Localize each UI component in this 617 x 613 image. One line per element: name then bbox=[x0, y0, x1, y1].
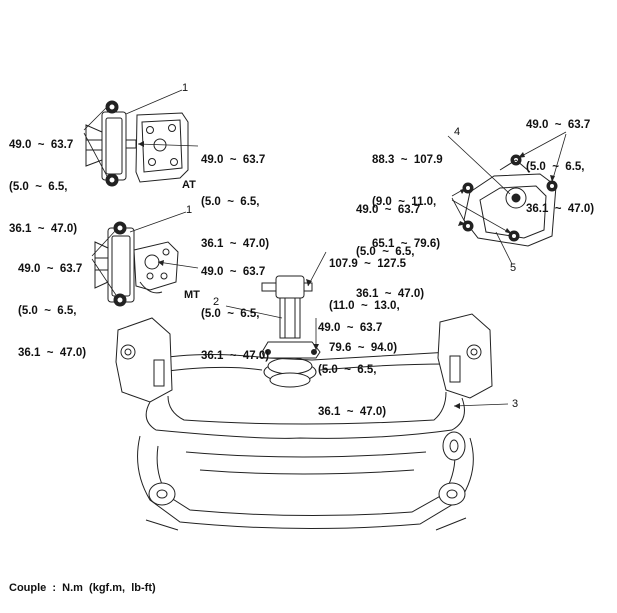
torque-label-roll-top: 107.9 ~ 127.5 (11.0 ~ 13.0, 79.6 ~ 94.0) bbox=[329, 229, 406, 369]
torque-label-at-left: 49.0 ~ 63.7 (5.0 ~ 6.5, 36.1 ~ 47.0) bbox=[9, 110, 77, 250]
torque-at-right-line3: 36.1 ~ 47.0) bbox=[201, 238, 270, 250]
torque-tm-right-line2: (5.0 ~ 6.5, bbox=[526, 161, 585, 173]
torque-mt-left-line2: (5.0 ~ 6.5, bbox=[18, 305, 77, 317]
torque-at-right-line2: (5.0 ~ 6.5, bbox=[201, 196, 260, 208]
torque-label-tm-center: 88.3 ~ 107.9 (9.0 ~ 11.0, 65.1 ~ 79.6) bbox=[372, 125, 443, 265]
torque-mt-left-line1: 49.0 ~ 63.7 bbox=[18, 263, 83, 275]
subframe-drawing bbox=[115, 313, 493, 531]
torque-mt-right-line2: (5.0 ~ 6.5, bbox=[201, 308, 260, 320]
torque-at-left-line3: 36.1 ~ 47.0) bbox=[9, 223, 78, 235]
torque-label-tm-left: 49.0 ~ 63.7 (5.0 ~ 6.5, 36.1 ~ 47.0) bbox=[356, 175, 424, 315]
torque-roll-top-line2: (11.0 ~ 13.0, bbox=[329, 300, 400, 312]
torque-units-note: Couple : N.m (kgf.m, lb-ft) bbox=[9, 582, 156, 594]
roll-rod-drawing bbox=[261, 275, 321, 388]
torque-tm-center-line2: (9.0 ~ 11.0, bbox=[372, 196, 437, 208]
caption-at: AT bbox=[182, 179, 196, 191]
torque-at-left-line1: 49.0 ~ 63.7 bbox=[9, 139, 74, 151]
torque-roll-top-line3: 79.6 ~ 94.0) bbox=[329, 342, 398, 354]
torque-label-at-right: 49.0 ~ 63.7 (5.0 ~ 6.5, 36.1 ~ 47.0) bbox=[201, 125, 269, 265]
torque-tm-left-line1: 49.0 ~ 63.7 bbox=[356, 204, 421, 216]
torque-label-tm-right: 49.0 ~ 63.7 (5.0 ~ 6.5, 36.1 ~ 47.0) bbox=[526, 90, 594, 230]
torque-mt-left-line3: 36.1 ~ 47.0) bbox=[18, 347, 87, 359]
callout-1-mt: 1 bbox=[186, 204, 193, 216]
callout-3: 3 bbox=[512, 398, 519, 410]
torque-tm-left-line3: 36.1 ~ 47.0) bbox=[356, 288, 425, 300]
caption-mt: MT bbox=[184, 289, 200, 301]
torque-mt-right-line3: 36.1 ~ 47.0) bbox=[201, 350, 270, 362]
torque-at-right-line1: 49.0 ~ 63.7 bbox=[201, 154, 266, 166]
mt-mount-drawing bbox=[94, 221, 179, 307]
callout-5: 5 bbox=[510, 262, 517, 274]
leader-arrowheads bbox=[138, 141, 555, 409]
torque-tm-center-line1: 88.3 ~ 107.9 bbox=[372, 154, 443, 166]
callout-2: 2 bbox=[213, 296, 220, 308]
leader-lines bbox=[83, 89, 567, 407]
at-mount-drawing bbox=[85, 100, 189, 187]
torque-roll-bottom-line1: 49.0 ~ 63.7 bbox=[318, 322, 383, 334]
callout-1-at: 1 bbox=[182, 82, 189, 94]
torque-at-left-line2: (5.0 ~ 6.5, bbox=[9, 181, 68, 193]
torque-mt-right-line1: 49.0 ~ 63.7 bbox=[201, 266, 266, 278]
torque-tm-left-line2: (5.0 ~ 6.5, bbox=[356, 246, 415, 258]
torque-label-mt-left: 49.0 ~ 63.7 (5.0 ~ 6.5, 36.1 ~ 47.0) bbox=[18, 234, 86, 374]
torque-roll-bottom-line3: 36.1 ~ 47.0) bbox=[318, 406, 387, 418]
torque-tm-right-line1: 49.0 ~ 63.7 bbox=[526, 119, 591, 131]
torque-tm-center-line3: 65.1 ~ 79.6) bbox=[372, 238, 441, 250]
callout-4: 4 bbox=[454, 126, 461, 138]
torque-label-roll-bottom: 49.0 ~ 63.7 (5.0 ~ 6.5, 36.1 ~ 47.0) bbox=[318, 293, 386, 433]
torque-roll-top-line1: 107.9 ~ 127.5 bbox=[329, 258, 407, 270]
torque-tm-right-line3: 36.1 ~ 47.0) bbox=[526, 203, 595, 215]
torque-roll-bottom-line2: (5.0 ~ 6.5, bbox=[318, 364, 377, 376]
torque-label-mt-right: 49.0 ~ 63.7 (5.0 ~ 6.5, 36.1 ~ 47.0) bbox=[201, 237, 269, 377]
